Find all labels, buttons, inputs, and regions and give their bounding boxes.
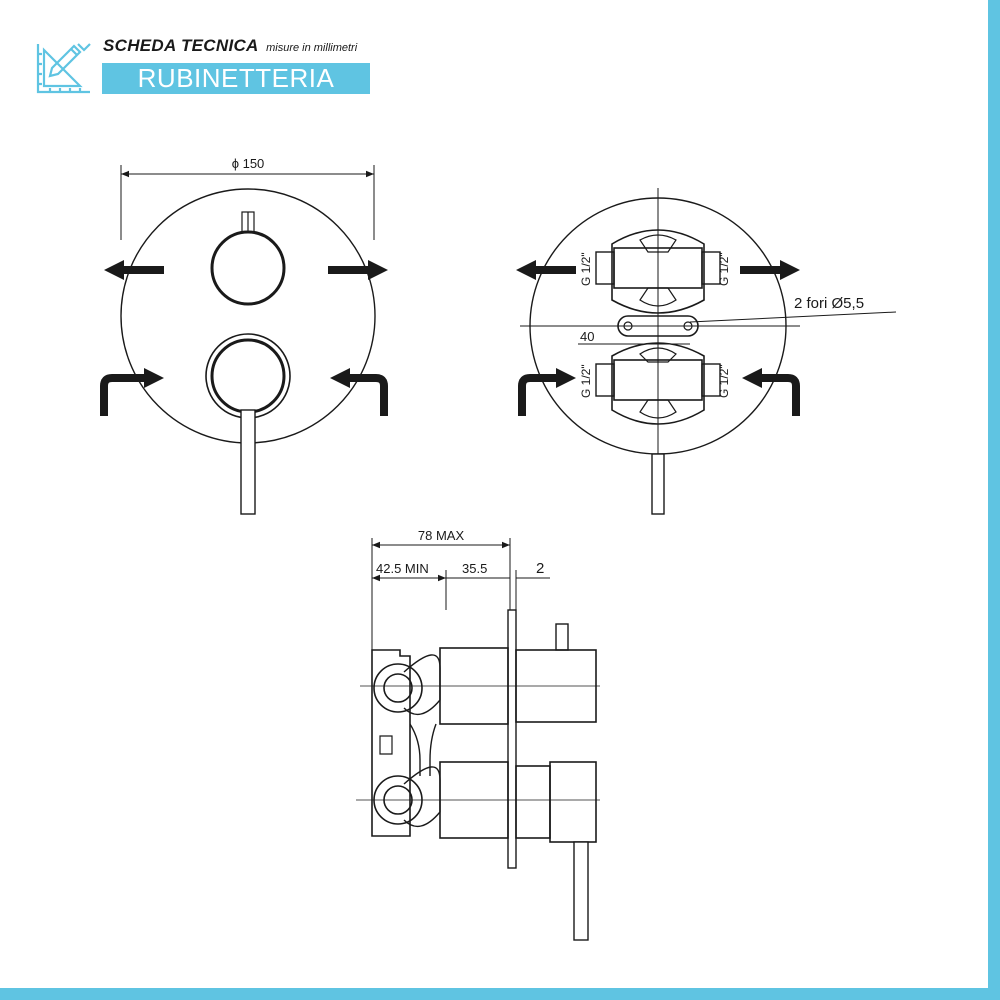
overall-depth-label: 78 MAX: [418, 528, 465, 543]
frame-border-right: [988, 0, 1000, 1000]
plate-thickness-label: 2: [536, 560, 544, 577]
rear-lever: [651, 453, 665, 515]
bent-arrow-icon: [330, 368, 388, 416]
front-view: [120, 165, 376, 515]
port-label-top-left: G 1/2": [579, 252, 593, 286]
side-view: [356, 538, 600, 941]
page-subtitle: misure in millimetri: [266, 42, 358, 54]
bent-arrow-icon: [518, 368, 576, 416]
front-diameter-label: ϕ 150: [232, 156, 265, 171]
page-title: SCHEDA TECNICA: [103, 36, 259, 55]
side-lower-knob: [549, 761, 597, 843]
holes-label: 2 fori Ø5,5: [794, 295, 864, 312]
body-depth-label: 35.5: [462, 561, 487, 576]
frame-border-bottom: [0, 988, 1000, 1000]
side-wall-plate: [507, 609, 517, 869]
arrow-left-icon: [104, 260, 164, 280]
front-lever: [240, 409, 256, 515]
ruler-pencil-icon: [36, 43, 91, 94]
header-title-line: SCHEDA TECNICA misure in millimetri: [103, 36, 357, 56]
spacing-label: 40: [580, 329, 594, 344]
bent-arrow-icon: [742, 368, 800, 416]
category-badge: RUBINETTERIA: [102, 63, 370, 94]
port-label-top-right: G 1/2": [717, 252, 731, 286]
port-label-bottom-right: G 1/2": [717, 364, 731, 398]
bent-arrow-icon: [100, 368, 164, 416]
front-upper-knob: [210, 230, 286, 306]
side-lever: [573, 841, 589, 941]
rear-view: [520, 188, 897, 515]
port-label-bottom-left: G 1/2": [579, 364, 593, 398]
front-upper-stem: [241, 211, 255, 233]
front-lower-knob-inner: [210, 338, 286, 414]
front-lower-knob-outer: [205, 333, 291, 419]
arrow-right-icon: [328, 260, 388, 280]
rear-mounting-bracket: [617, 315, 699, 337]
min-depth-label: 42.5 MIN: [376, 561, 429, 576]
